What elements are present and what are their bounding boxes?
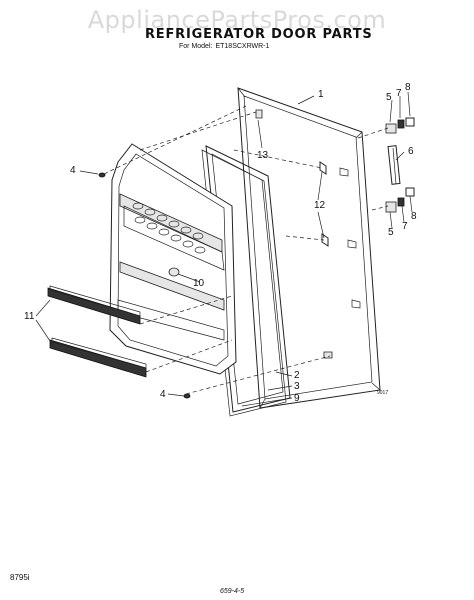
- callout-3: 3: [294, 381, 300, 392]
- callout-13: 13: [257, 150, 269, 161]
- assembly-lines: [103, 105, 389, 395]
- plug-13: [255, 109, 263, 119]
- callout-10: 10: [193, 278, 205, 289]
- outer-door-panel: [237, 87, 381, 409]
- callout-1: 1: [318, 89, 324, 100]
- callout-2: 2: [294, 370, 300, 381]
- callout-5-lower: 5: [388, 227, 394, 238]
- page-code-center: 659-4-5: [220, 588, 245, 595]
- callout-9: 9: [294, 393, 300, 404]
- callout-7-lower: 7: [402, 221, 408, 232]
- callout-6: 6: [408, 146, 414, 157]
- screw-upper: [98, 172, 106, 178]
- model-line: For Model:ET18SCXRWR-1: [179, 43, 272, 50]
- callout-4-upper: 4: [70, 165, 76, 176]
- callout-5-upper: 5: [386, 92, 392, 103]
- screw-lower: [183, 393, 191, 399]
- door-shelf-lower: [49, 337, 147, 378]
- callout-8-lower: 8: [411, 211, 417, 222]
- diagram-code: 9017: [377, 390, 389, 396]
- bottom-stop: [323, 351, 333, 359]
- callout-12: 12: [314, 200, 326, 211]
- page-code-left: 8795i: [10, 573, 30, 582]
- door-handle: [387, 145, 401, 185]
- callout-4-lower: 4: [160, 389, 166, 400]
- watermark: AppliancePartsPros.com: [87, 6, 387, 34]
- egg-tray: [132, 202, 206, 254]
- inner-door-liner: [109, 143, 237, 375]
- model-prefix: For Model:: [179, 43, 213, 50]
- callout-8-upper: 8: [405, 82, 411, 93]
- hinge-lower: [385, 187, 415, 213]
- page-title: REFRIGERATOR DOOR PARTS: [145, 27, 373, 42]
- callout-11: 11: [24, 311, 35, 322]
- leader-lines: [35, 91, 413, 407]
- hinge-upper: [385, 117, 415, 134]
- model-number: ET18SCXRWR-1: [215, 43, 270, 50]
- callout-7-upper: 7: [396, 88, 402, 99]
